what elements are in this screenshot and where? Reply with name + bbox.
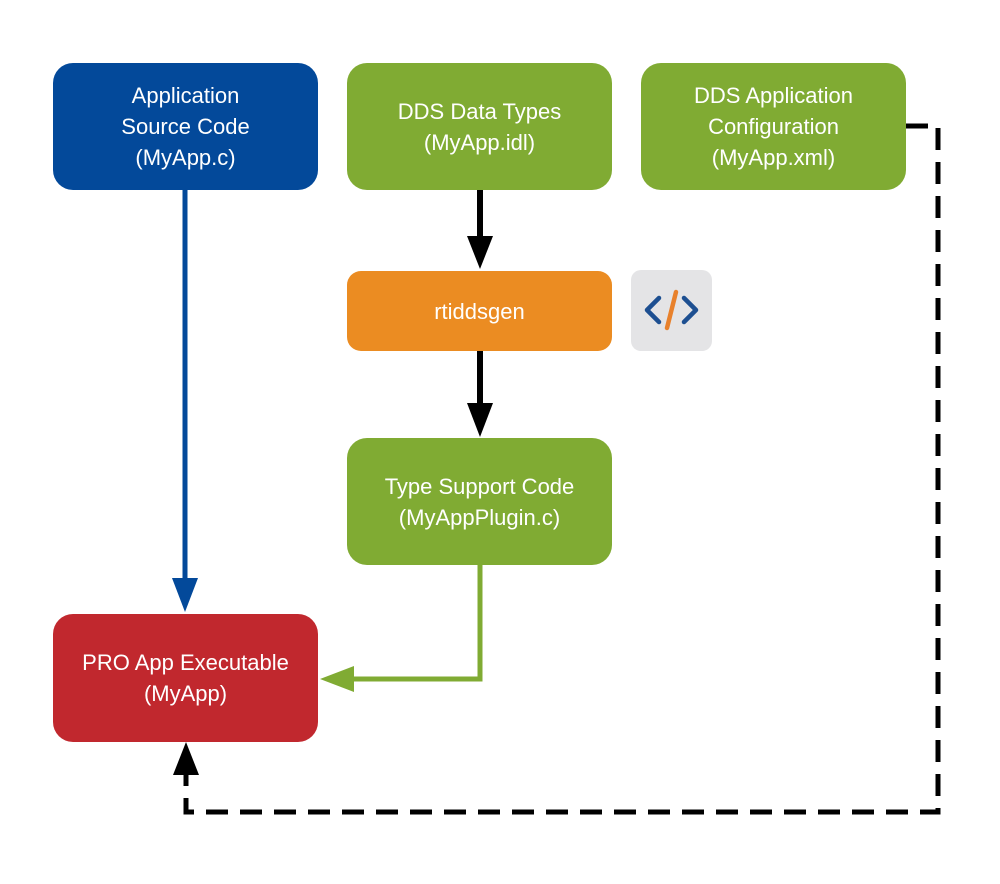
arrowhead-typesupport-to-executable — [320, 666, 354, 692]
node-label-line: Source Code — [121, 114, 250, 139]
arrowhead-source-to-executable — [172, 578, 198, 612]
arrowhead-rtiddsgen-to-typesupport — [467, 403, 493, 437]
node-label-line: PRO App Executable — [82, 650, 289, 675]
node-label-line: DDS Data Types — [397, 98, 562, 124]
arrowhead-config-to-executable — [173, 742, 199, 775]
node-label-line: (MyApp) — [143, 681, 228, 706]
node-label-line: DDS Application — [694, 83, 853, 108]
arrowhead-datatypes-to-rtiddsgen — [467, 236, 493, 269]
node-label-line: Application — [131, 83, 240, 108]
code-brackets-glyph — [644, 289, 699, 331]
node-label-line: (MyApp.xml) — [711, 145, 836, 170]
node-label-line: Type Support Code — [384, 473, 575, 499]
code-brackets-icon — [631, 270, 712, 351]
node-label-line: rtiddsgen — [434, 298, 525, 324]
node-label-line: (MyApp.c) — [135, 145, 236, 170]
node-type-support-code: Type Support Code (MyAppPlugin.c) — [347, 438, 612, 565]
node-dds-data-types: DDS Data Types (MyApp.idl) — [347, 63, 612, 190]
node-rtiddsgen: rtiddsgen — [347, 271, 612, 351]
edge-config-to-executable — [183, 123, 941, 815]
node-dds-application-configuration: DDS Application Configuration (MyApp.xml… — [641, 63, 906, 190]
node-label-line: (MyAppPlugin.c) — [398, 504, 561, 530]
node-pro-app-executable: PRO App Executable (MyApp) — [53, 614, 318, 742]
node-application-source-code: Application Source Code (MyApp.c) — [53, 63, 318, 190]
node-label-line: Configuration — [708, 114, 839, 139]
node-label-line: (MyApp.idl) — [423, 129, 536, 155]
edge-typesupport-to-executable — [352, 565, 483, 682]
